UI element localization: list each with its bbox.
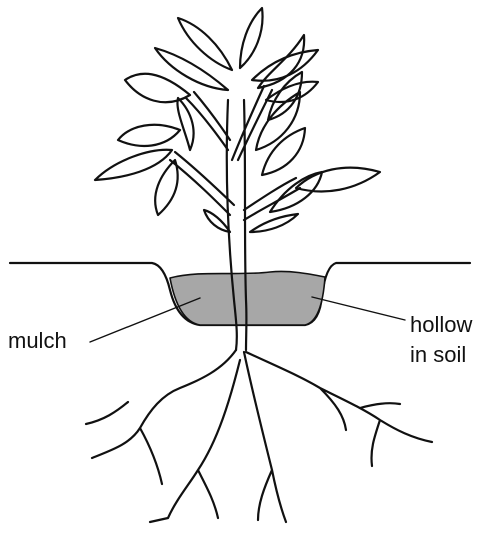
root bbox=[246, 352, 432, 466]
leaf bbox=[240, 8, 263, 68]
stem-branch bbox=[244, 178, 300, 220]
leaf bbox=[296, 168, 380, 192]
root bbox=[150, 360, 240, 522]
root bbox=[244, 352, 286, 522]
leaf bbox=[262, 128, 305, 175]
root bbox=[92, 350, 236, 484]
leaf bbox=[177, 98, 193, 150]
hollow-label-line1: hollow bbox=[410, 314, 472, 336]
leaf bbox=[118, 125, 180, 146]
hollow-leader-line bbox=[312, 297, 405, 320]
hollow-label-line2: in soil bbox=[410, 344, 466, 366]
leaf bbox=[258, 35, 304, 88]
stem-branch bbox=[170, 152, 234, 215]
mulch-leader-line bbox=[90, 298, 200, 342]
leaf bbox=[266, 82, 318, 102]
leaf bbox=[125, 74, 190, 102]
mulch-label: mulch bbox=[8, 330, 67, 352]
leaf bbox=[204, 210, 230, 232]
leaf bbox=[155, 160, 178, 215]
leaf bbox=[250, 214, 298, 232]
mulch-layer bbox=[170, 271, 325, 325]
leaf bbox=[178, 18, 232, 70]
leaf bbox=[155, 48, 228, 90]
leaf bbox=[95, 150, 172, 180]
